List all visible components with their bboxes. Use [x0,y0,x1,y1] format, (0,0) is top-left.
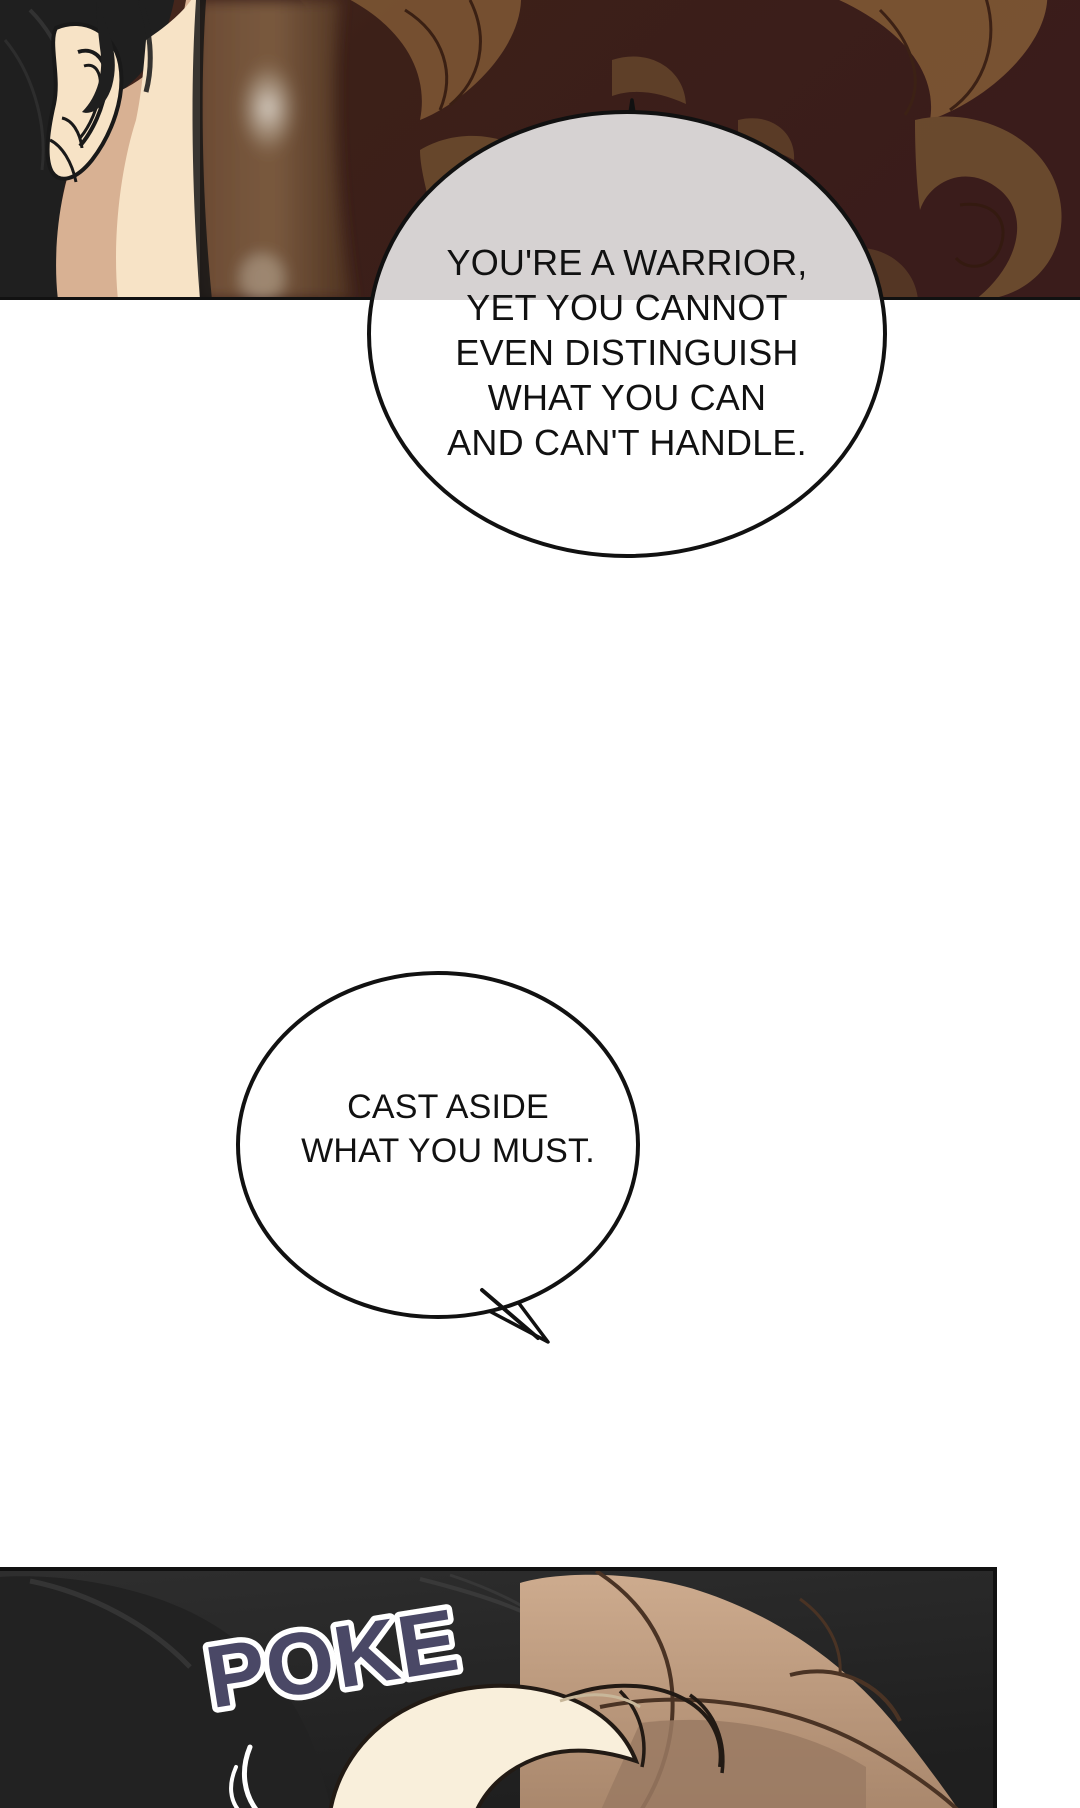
sfx-poke-label: POKE [199,1589,465,1719]
poking-finger [328,1683,725,1808]
speech-bubble-secondary-text: CAST ASIDE WHAT YOU MUST. [301,1088,595,1170]
panel-bottom-art [0,1571,993,1808]
speech-bubble-primary [362,98,892,574]
panel-bottom [0,1567,997,1808]
face-light [116,0,200,297]
sfx-poke: POKE [196,1589,516,1719]
speech-bubble-primary-text: YOU'RE A WARRIOR, YET YOU CANNOT EVEN DI… [446,242,808,463]
speech-bubble-secondary [232,960,664,1360]
blurred-foreground [192,0,352,297]
hair [0,0,175,297]
motion-line [242,1744,259,1808]
motion-line-2 [229,1765,240,1808]
